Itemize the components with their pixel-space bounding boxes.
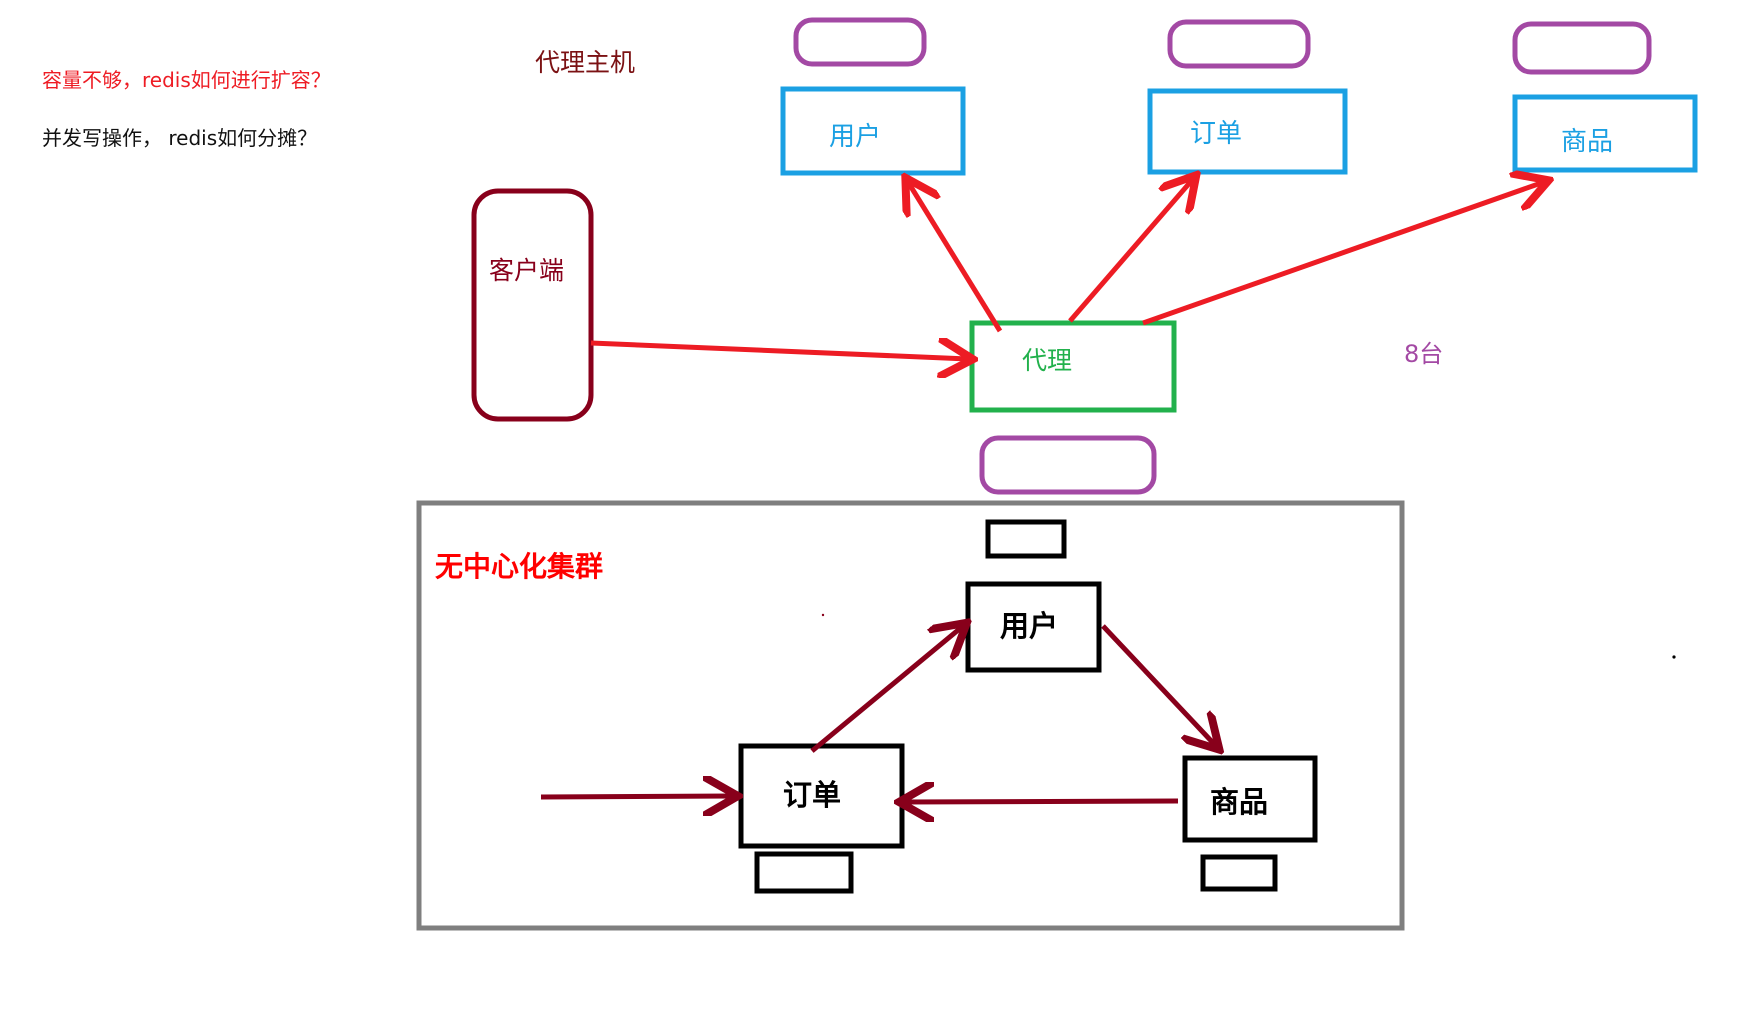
cluster-title: 无中心化集群	[435, 550, 604, 583]
arrow-order-to-user	[810, 626, 963, 753]
arrow-user-to-goods	[1101, 624, 1216, 746]
cluster-frame	[416, 500, 1405, 931]
purple-slot-proxy	[979, 435, 1157, 495]
server-box-goods	[1512, 94, 1698, 173]
cluster-node-user-label: 用户	[1000, 609, 1059, 643]
arrow-goods-to-order	[904, 801, 1179, 802]
arrow-external-to-order	[540, 796, 733, 797]
client-label: 客户端	[489, 256, 565, 285]
purple-slot-order	[1167, 19, 1311, 69]
proxy-label: 代理	[1022, 346, 1073, 375]
question-concurrency: 并发写操作， redis如何分摊？	[42, 126, 318, 150]
server-box-user	[780, 86, 966, 176]
server-label-goods: 商品	[1561, 127, 1614, 157]
cluster-node-goods-box	[1182, 755, 1318, 843]
slot-user	[985, 519, 1067, 559]
arrow-proxy-to-user	[908, 182, 1003, 333]
server-count-label: 8台	[1404, 340, 1444, 368]
server-label-user: 用户	[829, 122, 882, 152]
arrow-proxy-to-goods	[1142, 182, 1544, 326]
arrow-client-to-proxy	[590, 343, 968, 359]
server-box-order	[1147, 88, 1348, 175]
purple-slot-user	[793, 17, 927, 67]
cluster-node-goods-label: 商品	[1210, 785, 1269, 819]
slot-order	[754, 851, 854, 894]
stray-dot	[1672, 655, 1676, 659]
cluster-node-order-label: 订单	[783, 778, 842, 812]
stray-dot	[821, 613, 825, 617]
purple-slot-goods	[1512, 21, 1652, 75]
proxy-host-title: 代理主机	[535, 48, 636, 77]
question-capacity: 容量不够，redis如何进行扩容？	[42, 68, 331, 92]
slot-goods	[1200, 854, 1278, 892]
client-box	[471, 188, 594, 422]
server-label-order: 订单	[1190, 119, 1243, 149]
arrow-proxy-to-order	[1068, 179, 1193, 323]
proxy-box	[969, 320, 1177, 413]
